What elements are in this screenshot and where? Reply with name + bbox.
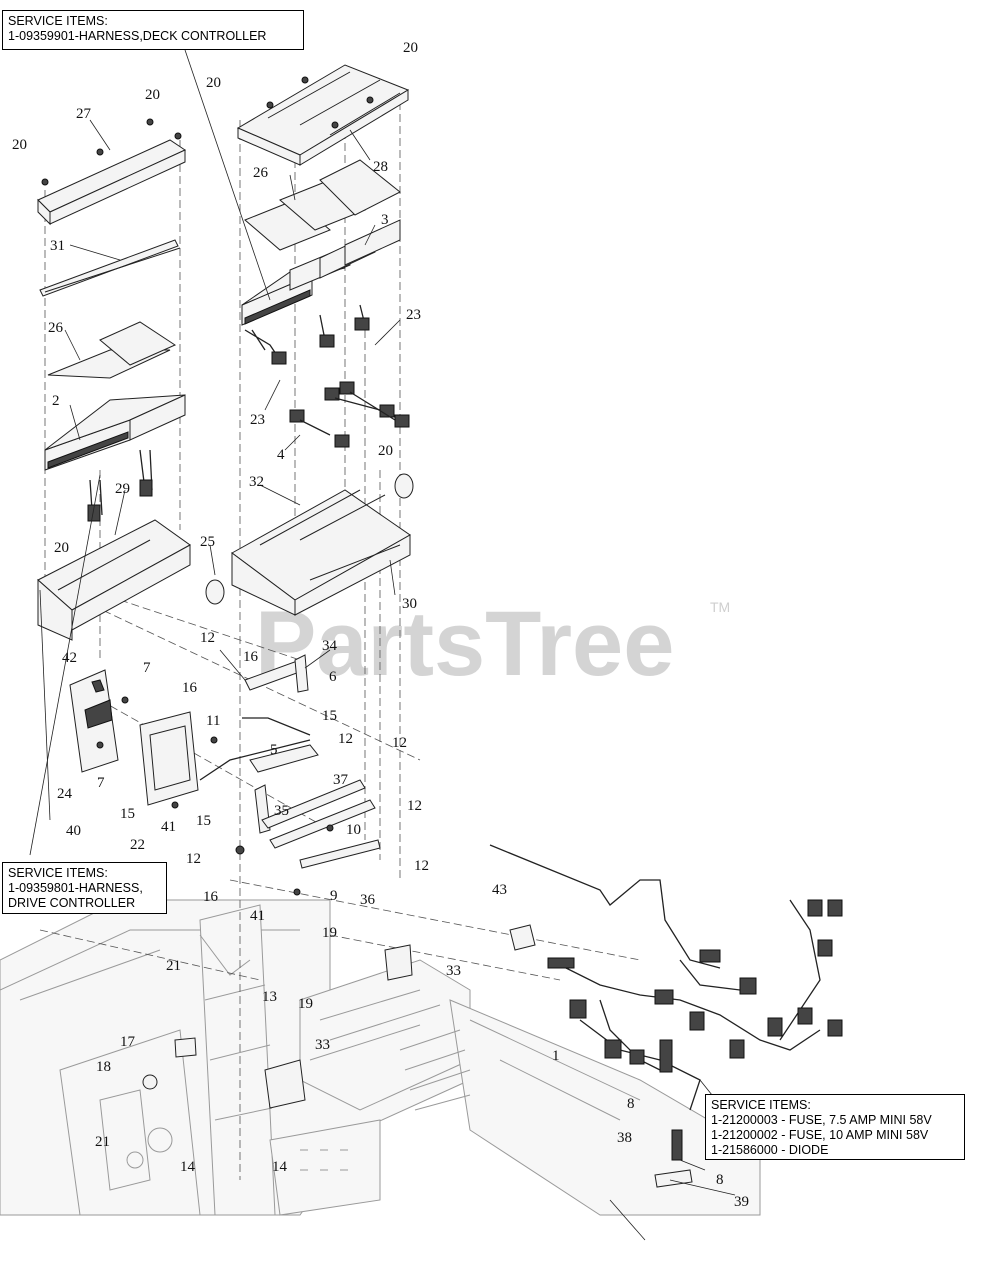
right-tray — [205, 473, 414, 616]
callout-42: 42 — [62, 650, 77, 666]
callout-37: 37 — [333, 772, 349, 788]
callout-22: 22 — [130, 837, 145, 853]
callout-14: 14 — [180, 1159, 196, 1175]
callout-19: 19 — [298, 996, 313, 1012]
callout-5: 5 — [270, 742, 278, 758]
callout-2: 2 — [52, 393, 60, 409]
callout-20: 20 — [206, 75, 221, 91]
callout-20: 20 — [145, 87, 160, 103]
watermark-text: PartsTree — [255, 593, 674, 695]
callout-20: 20 — [378, 443, 393, 459]
callout-14: 14 — [272, 1159, 288, 1175]
jumper-harnesses — [289, 381, 410, 448]
service-item: 1-21200002 - FUSE, 10 AMP MINI 58V — [711, 1128, 929, 1142]
callout-7: 7 — [97, 775, 105, 791]
callout-1: 1 — [552, 1048, 560, 1064]
callout-25: 25 — [200, 534, 215, 550]
callout-43: 43 — [492, 882, 507, 898]
chassis-frame — [0, 899, 761, 1216]
left-pad — [47, 321, 177, 379]
brackets-and-cables — [199, 654, 381, 896]
callout-35: 35 — [274, 803, 289, 819]
callout-23: 23 — [406, 307, 421, 323]
callout-41: 41 — [161, 819, 176, 835]
watermark: PartsTree TM — [255, 593, 730, 695]
callout-34: 34 — [322, 638, 338, 654]
callout-9: 9 — [330, 888, 338, 904]
callout-33: 33 — [315, 1037, 330, 1053]
right-battery-packs — [241, 219, 401, 365]
callout-13: 13 — [262, 989, 277, 1005]
callout-36: 36 — [360, 892, 376, 908]
callout-30: 30 — [402, 596, 417, 612]
callout-8: 8 — [627, 1096, 635, 1112]
callout-6: 6 — [329, 669, 337, 685]
left-tray — [37, 519, 191, 641]
callout-26: 26 — [253, 165, 269, 181]
callout-15: 15 — [120, 806, 135, 822]
callout-18: 18 — [96, 1059, 111, 1075]
callout-16: 16 — [203, 889, 219, 905]
callout-17: 17 — [120, 1034, 136, 1050]
callout-29: 29 — [115, 481, 130, 497]
service-item: 1-21200003 - FUSE, 7.5 AMP MINI 58V — [711, 1113, 932, 1127]
service-box-drive-controller: SERVICE ITEMS: 1-09359801-HARNESS, DRIVE… — [2, 862, 167, 914]
main-wire-harness — [142, 844, 843, 1188]
callout-12: 12 — [338, 731, 353, 747]
watermark-trademark: TM — [710, 599, 730, 615]
callout-23: 23 — [250, 412, 265, 428]
callout-12: 12 — [392, 735, 407, 751]
callout-12: 12 — [186, 851, 201, 867]
callout-3: 3 — [381, 212, 389, 228]
callout-24: 24 — [57, 786, 73, 802]
left-battery-pack — [44, 394, 186, 522]
service-item: 1-09359901-HARNESS,DECK CONTROLLER — [8, 29, 267, 43]
callout-32: 32 — [249, 474, 264, 490]
callout-8: 8 — [716, 1172, 724, 1188]
callout-21: 21 — [95, 1134, 110, 1150]
left-spacer-strip — [39, 239, 181, 297]
leader-lines — [29, 49, 736, 1241]
callout-12: 12 — [414, 858, 429, 874]
callout-28: 28 — [373, 159, 388, 175]
callout-20: 20 — [12, 137, 27, 153]
callout-40: 40 — [66, 823, 81, 839]
left-top-plate — [37, 118, 187, 226]
callout-12: 12 — [407, 798, 422, 814]
callout-7: 7 — [143, 660, 151, 676]
callout-15: 15 — [322, 708, 337, 724]
callout-33: 33 — [446, 963, 461, 979]
service-box-deck-controller: SERVICE ITEMS: 1-09359901-HARNESS,DECK C… — [2, 10, 304, 50]
right-top-plate — [236, 64, 410, 166]
alignment-lines — [39, 90, 641, 1180]
callout-12: 12 — [200, 630, 215, 646]
callout-20: 20 — [403, 40, 418, 56]
callout-31: 31 — [50, 238, 65, 254]
callout-10: 10 — [346, 822, 361, 838]
callout-15: 15 — [196, 813, 211, 829]
right-pads — [244, 159, 401, 251]
controller-module — [69, 669, 218, 809]
callout-19: 19 — [322, 925, 337, 941]
callout-38: 38 — [617, 1130, 632, 1146]
callout-16: 16 — [182, 680, 198, 696]
callout-41: 41 — [250, 908, 265, 924]
callout-26: 26 — [48, 320, 64, 336]
service-item: 1-21586000 - DIODE — [711, 1143, 829, 1157]
callout-21: 21 — [166, 958, 181, 974]
service-item: 1-09359801-HARNESS, — [8, 881, 143, 895]
callout-27: 27 — [76, 106, 92, 122]
callout-20: 20 — [54, 540, 69, 556]
service-box-title: SERVICE ITEMS: — [8, 866, 108, 880]
callout-4: 4 — [277, 447, 285, 463]
callout-11: 11 — [206, 713, 220, 729]
service-box-fuses: SERVICE ITEMS: 1-21200003 - FUSE, 7.5 AM… — [705, 1094, 965, 1160]
callout-16: 16 — [243, 649, 259, 665]
service-item: DRIVE CONTROLLER — [8, 896, 136, 910]
service-box-title: SERVICE ITEMS: — [8, 14, 108, 28]
service-box-title: SERVICE ITEMS: — [711, 1098, 811, 1112]
callout-39: 39 — [734, 1194, 749, 1210]
